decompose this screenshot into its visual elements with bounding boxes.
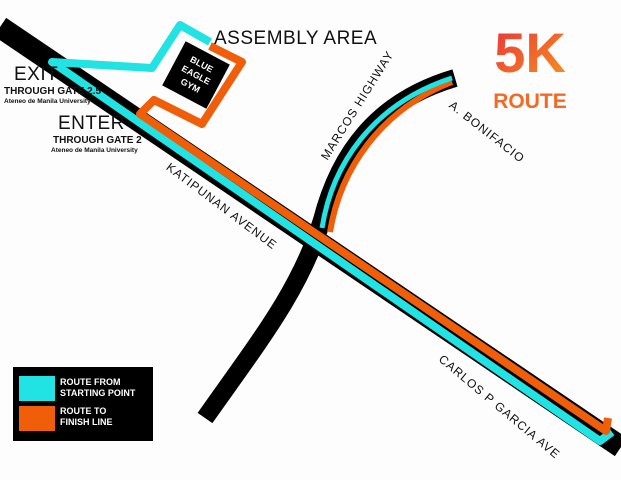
enter-university-label: Ateneo de Manila University bbox=[51, 147, 138, 154]
exit-gate-label: THROUGH GATE 2.5 bbox=[4, 86, 102, 97]
exit-label: EXIT bbox=[14, 64, 59, 85]
route-finish-marcos bbox=[327, 79, 454, 233]
route-finish-path bbox=[136, 42, 612, 435]
route-start-path bbox=[48, 21, 615, 445]
enter-gate-label: THROUGH GATE 2 bbox=[53, 135, 142, 146]
legend-item-start: ROUTE FROM STARTING POINT bbox=[60, 377, 135, 399]
route-start-marcos bbox=[319, 75, 453, 229]
legend-finish-line1: ROUTE TO bbox=[60, 406, 107, 416]
legend-item-finish: ROUTE TO FINISH LINE bbox=[60, 406, 113, 428]
title-5k: 5K bbox=[494, 21, 566, 84]
legend-start-line1: ROUTE FROM bbox=[60, 377, 121, 387]
legend: ROUTE FROM STARTING POINT ROUTE TO FINIS… bbox=[13, 367, 153, 441]
title-route: ROUTE bbox=[493, 90, 567, 113]
legend-finish-line2: FINISH LINE bbox=[60, 417, 113, 427]
gym-building: BLUE EAGLE GYM bbox=[162, 41, 230, 109]
enter-label: ENTER bbox=[58, 113, 125, 134]
legend-swatch-finish bbox=[19, 406, 55, 431]
legend-swatch-start bbox=[19, 376, 55, 401]
legend-start-line2: STARTING POINT bbox=[60, 388, 136, 398]
exit-university-label: Ateneo de Manila University bbox=[4, 98, 91, 105]
assembly-area-label: ASSEMBLY AREA bbox=[214, 28, 378, 49]
